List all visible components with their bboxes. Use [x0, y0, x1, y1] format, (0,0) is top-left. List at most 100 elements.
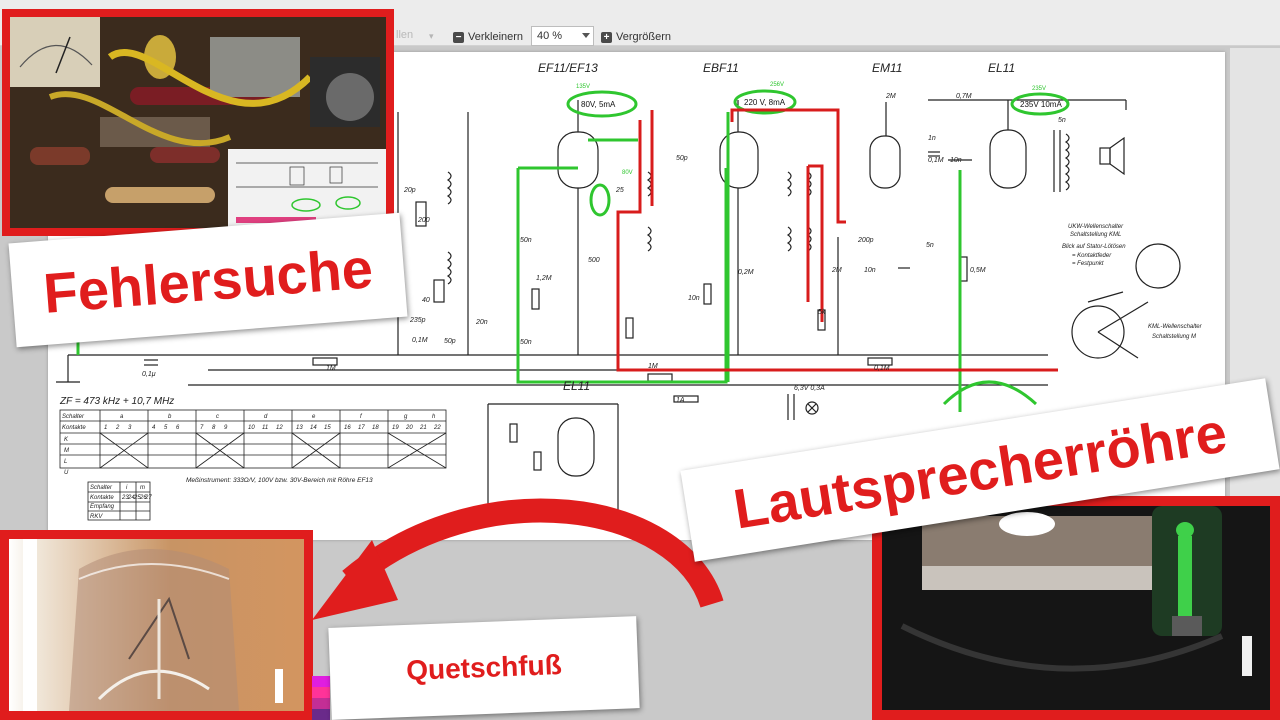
component-label: 0,1μ — [142, 371, 156, 378]
if-frequency-label: ZF = 473 kHz + 10,7 MHz — [59, 396, 174, 407]
chevron-down-icon — [582, 33, 590, 38]
component-label: 0,7M — [956, 93, 972, 100]
component-label: 10n — [864, 267, 876, 274]
table-cell: 13 — [296, 425, 303, 431]
component-label: 0,1M — [928, 157, 944, 164]
table-header: c — [216, 414, 219, 420]
table-row-label: U — [64, 470, 69, 476]
component-label: 1M — [326, 365, 336, 372]
component-label: 235p — [409, 317, 426, 324]
voltage-annotation: 80V — [622, 170, 633, 176]
table-cell: 3 — [128, 425, 132, 431]
tube-label-em11: EM11 — [872, 61, 902, 75]
component-label: 2M — [831, 267, 842, 274]
component-label: 200p — [857, 237, 874, 244]
component-label: 200 — [417, 217, 430, 224]
table-header: e — [312, 414, 316, 420]
component-label: 0,5M — [970, 267, 986, 274]
voltage-annotation: 256V — [770, 82, 784, 88]
table-cell: m — [140, 485, 145, 491]
glowing-tube-photo — [872, 496, 1280, 720]
table-cell: Schalter — [90, 485, 113, 491]
table-cell: 7 — [200, 425, 204, 431]
table-cell: Kontakte — [90, 495, 114, 501]
component-label: 1M — [648, 363, 658, 370]
component-label: 10n — [950, 157, 962, 164]
component-label: 1n — [928, 135, 936, 142]
zoom-out-button[interactable]: − Verkleinern — [453, 29, 523, 45]
switch-title-2: KML-Wellenschalter — [1148, 324, 1203, 330]
zoom-in-button[interactable]: + Vergrößern — [601, 29, 671, 45]
zoom-out-label: Verkleinern — [468, 31, 524, 43]
table-cell: 1 — [104, 425, 107, 431]
switch-title: UKW-Wellenschalter — [1068, 224, 1124, 230]
component-label: 5n — [926, 242, 934, 249]
tube-label-el11: EL11 — [988, 61, 1015, 75]
voltage-annotation: 135V — [576, 84, 590, 90]
table-cell: 2 — [115, 425, 120, 431]
table-header: h — [432, 414, 436, 420]
table-row-label: M — [64, 448, 69, 454]
pinch-seal-label: Quetschfuß — [328, 616, 640, 720]
table-cell: 12 — [276, 425, 283, 431]
voltage-annotation: 235V 10mA — [1020, 100, 1062, 109]
table-cell: i — [126, 485, 128, 491]
switch-subtitle: Schaltstellung KML — [1070, 232, 1121, 238]
table-cell: 22 — [433, 425, 441, 431]
component-label: 6,3V 0,3A — [794, 385, 825, 392]
table-header: Schalter — [62, 414, 85, 420]
pinch-seal-text: Quetschfuß — [405, 649, 563, 686]
table-header: f — [360, 414, 363, 420]
tube-label-ebf11: EBF11 — [703, 61, 739, 75]
table-cell: 16 — [344, 425, 351, 431]
component-label: 1,2M — [536, 275, 552, 282]
color-palette — [312, 676, 330, 720]
table-cell: 15 — [324, 425, 331, 431]
switch-subtitle-2: Schaltstellung M — [1152, 334, 1196, 340]
table-cell: 14 — [310, 425, 317, 431]
table-cell: 11 — [262, 425, 268, 431]
table-cell: 8 — [212, 425, 216, 431]
table-cell: 21 — [419, 425, 427, 431]
chevron-down-icon[interactable]: ▾ — [429, 31, 434, 41]
component-label: 500 — [588, 257, 600, 264]
table-header: a — [120, 414, 124, 420]
table-cell: 18 — [372, 425, 379, 431]
table-header: d — [264, 414, 268, 420]
switch-legend: = Festpunkt — [1072, 261, 1104, 267]
component-label: 20p — [403, 187, 416, 194]
table-cell: 4 — [152, 425, 156, 431]
table-cell: Empfang — [90, 504, 115, 510]
table-row-label: K — [64, 437, 69, 443]
component-label: 50p — [676, 155, 688, 162]
switch-legend: Blick auf Stator-Lötösen — [1062, 244, 1126, 250]
component-label: 0,2M — [738, 269, 754, 276]
table-cell: 9 — [224, 425, 228, 431]
component-label: 5n — [1058, 117, 1066, 124]
table-cell: 20 — [405, 425, 413, 431]
table-row-label: L — [64, 459, 67, 465]
tube-label-ef11: EF11/EF13 — [538, 61, 598, 75]
table-row-label: Kontakte — [62, 425, 86, 431]
component-label: 40 — [422, 297, 430, 304]
table-cell: 26 — [139, 495, 147, 501]
tube-glass-image — [9, 539, 304, 711]
component-label: 10n — [688, 295, 700, 302]
voltage-annotation: 235V — [1032, 86, 1046, 92]
plus-icon: + — [601, 31, 612, 43]
component-label: 20n — [475, 319, 488, 326]
zoom-select[interactable]: 40 % — [531, 26, 594, 46]
component-label: 2M — [885, 93, 896, 100]
circuit-schematic: EF11/EF13 EBF11 EM11 EL11 EL11 80V, 5mA … — [56, 61, 1203, 521]
table-cell: 25 — [133, 495, 141, 501]
minus-icon: − — [453, 31, 464, 43]
voltage-annotation: 80V, 5mA — [581, 100, 616, 109]
table-cell: RKV — [90, 514, 103, 520]
component-label: 25 — [615, 187, 624, 194]
component-label: 50p — [444, 338, 456, 345]
component-label: 50n — [520, 237, 532, 244]
voltage-annotation: 220 V, 8mA — [744, 98, 786, 107]
table-cell: 24 — [127, 495, 135, 501]
glowing-tube-image — [882, 506, 1270, 710]
